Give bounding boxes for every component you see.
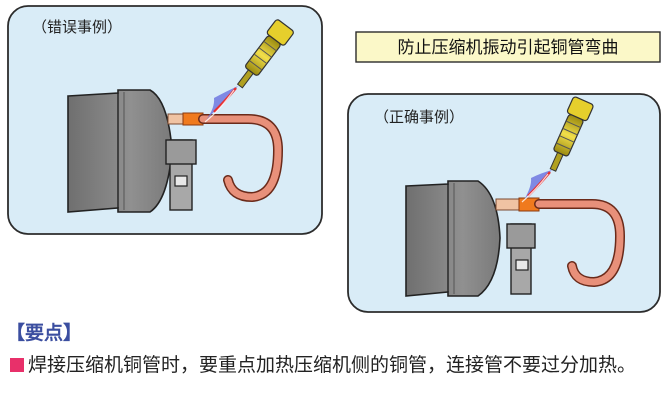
key-point-body: 焊接压缩机铜管时，要重点加热压缩机侧的铜管，连接管不要过分加热。 [10, 350, 650, 380]
flame-icon [521, 170, 552, 203]
wrong-panel-label: （错误事例） [32, 18, 122, 36]
pipe-stub [167, 113, 185, 125]
correct-panel-label: （正确事例） [374, 108, 464, 126]
title-box-frame [355, 31, 661, 63]
bracket-icon [165, 139, 197, 211]
flame-icon [204, 86, 238, 123]
compressor-icon [67, 89, 173, 213]
welding-torch-icon [549, 96, 594, 172]
key-point-text: 焊接压缩机铜管时，要重点加热压缩机侧的铜管，连接管不要过分加热。 [28, 354, 637, 376]
copper-pipe-icon [198, 114, 284, 203]
copper-pipe-icon [534, 199, 626, 288]
compressor-icon [405, 180, 501, 297]
correct-example-panel: （正确事例） [347, 93, 661, 313]
wrong-example-panel: （错误事例） [7, 5, 323, 235]
bullet-square-icon [10, 358, 24, 372]
welding-torch-icon [236, 19, 294, 89]
page-title: 防止压缩机振动引起铜管弯曲 [398, 38, 619, 58]
key-point-heading: 【要点】 [6, 322, 83, 344]
pipe-stub [495, 198, 523, 211]
title-box: 防止压缩机振动引起铜管弯曲 [355, 31, 661, 63]
bracket-icon [506, 223, 536, 295]
